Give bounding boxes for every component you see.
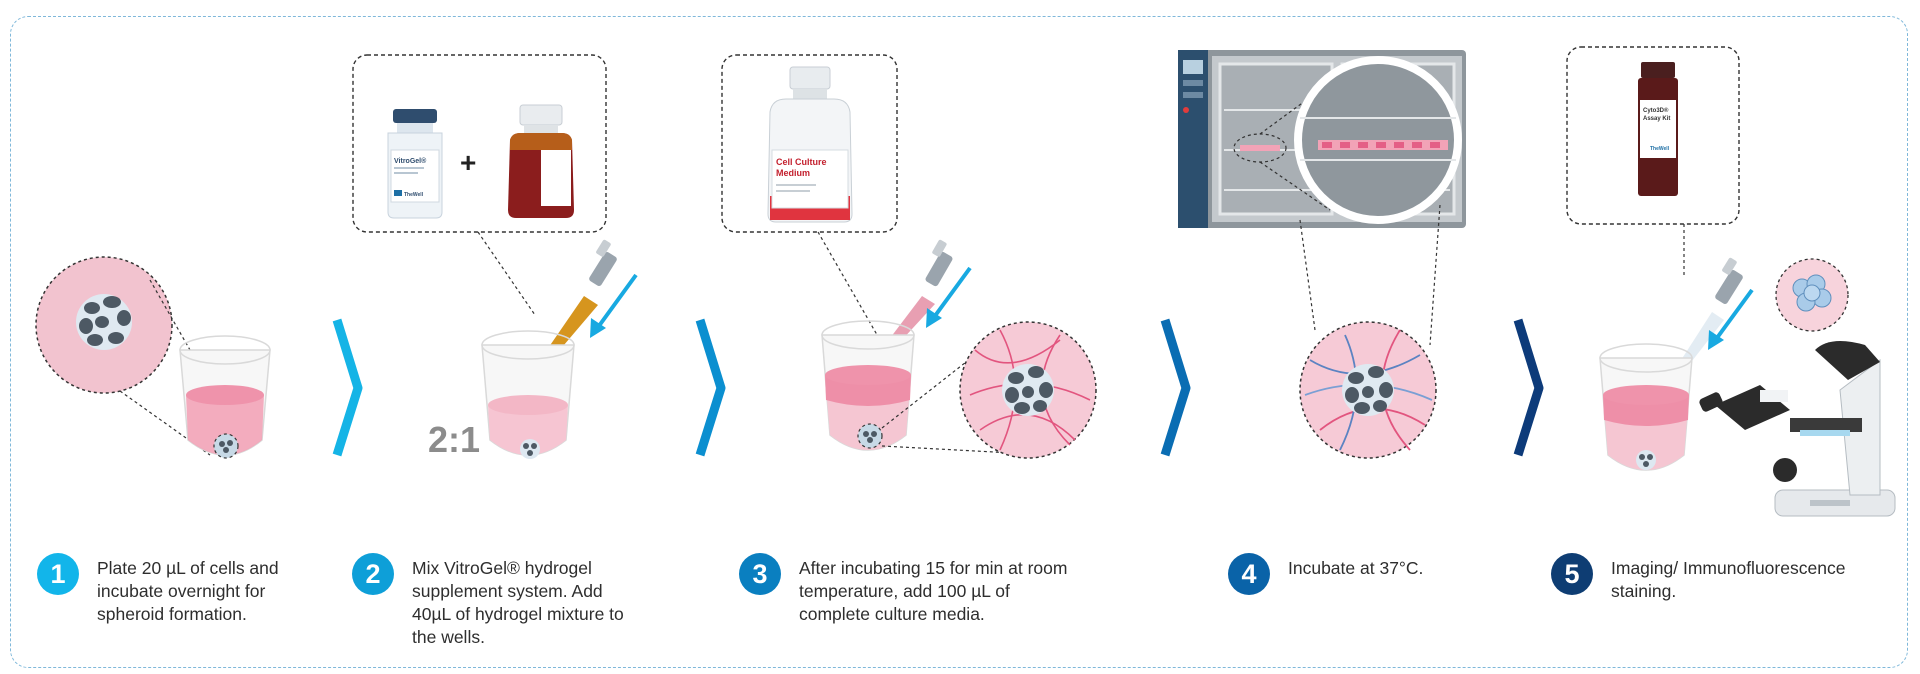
step-2-badge: 2 <box>352 553 394 595</box>
supplement-bottle-icon <box>508 104 574 218</box>
step-3-text: After incubating 15 for min at room temp… <box>799 558 1068 624</box>
step-3-badge: 3 <box>739 553 781 595</box>
step5-well <box>1599 343 1693 471</box>
step5-kit-box <box>1566 46 1740 225</box>
kit-brand: TheWell <box>1650 146 1670 152</box>
vitrogel-vial-icon: VitroGel® TheWell <box>387 109 443 219</box>
kit-label-line1: Cyto3D® <box>1643 107 1669 114</box>
step-1-badge: 1 <box>37 553 79 595</box>
step5-spheroid-icon <box>1792 274 1832 312</box>
culture-medium-bottle-icon: Cell Culture Medium <box>767 66 853 223</box>
step-1-text: Plate 20 µL of cells and incubate overni… <box>97 558 279 624</box>
step-1: 1 Plate 20 µL of cells and incubate over… <box>37 553 337 626</box>
step3-well <box>821 320 915 451</box>
step-5-text: Imaging/ Immunofluorescence staining. <box>1611 558 1846 601</box>
chevron-right-icon <box>332 318 363 457</box>
step-4: 4 Incubate at 37°C. <box>1228 553 1508 595</box>
ratio-label: 2:1 <box>428 419 480 460</box>
bottle-label-line1: Cell Culture <box>776 157 827 167</box>
step3-spheroid-icon <box>1002 364 1054 416</box>
arrow-down-left-icon <box>930 266 972 322</box>
step2-well <box>481 330 575 459</box>
step1-spheroid-icon <box>76 294 132 350</box>
step2-illustration: VitroGel® TheWell + <box>352 54 638 460</box>
step1-well <box>179 335 271 459</box>
step-2: 2 Mix VitroGel® hydrogel supplement syst… <box>352 553 692 649</box>
assay-kit-tube-icon: Cyto3D® Assay Kit TheWell <box>1638 62 1678 196</box>
vial-brand: TheWell <box>404 192 424 198</box>
arrow-down-left-icon <box>1712 288 1754 344</box>
workflow-frame <box>10 16 1908 668</box>
step4-spheroid-icon <box>1342 364 1394 416</box>
step-5: 5 Imaging/ Immunofluorescence staining. <box>1551 553 1891 603</box>
chevron-right-icon <box>1160 318 1191 457</box>
vial-label: VitroGel® <box>394 157 427 165</box>
chevron-right-icon <box>695 318 726 457</box>
bottle-label-line2: Medium <box>776 168 810 178</box>
chevron-right-icon <box>1513 318 1544 457</box>
step4-illustration <box>1178 50 1466 459</box>
step5-illustration: Cyto3D® Assay Kit TheWell <box>1566 46 1896 517</box>
step2-reagent-box <box>352 54 607 233</box>
kit-label-line2: Assay Kit <box>1643 116 1670 122</box>
step-4-badge: 4 <box>1228 553 1270 595</box>
step-4-text: Incubate at 37°C. <box>1288 558 1424 578</box>
step-2-text: Mix VitroGel® hydrogel supplement system… <box>412 558 624 647</box>
step1-illustration <box>35 256 271 459</box>
arrow-down-left-icon <box>594 273 638 332</box>
plus-sign: + <box>460 147 476 178</box>
microscope-icon <box>1699 341 1896 517</box>
step-5-badge: 5 <box>1551 553 1593 595</box>
step3-illustration: Cell Culture Medium <box>721 54 1097 459</box>
step-3: 3 After incubating 15 for min at room te… <box>739 553 1119 626</box>
step3-medium-box <box>721 54 898 233</box>
